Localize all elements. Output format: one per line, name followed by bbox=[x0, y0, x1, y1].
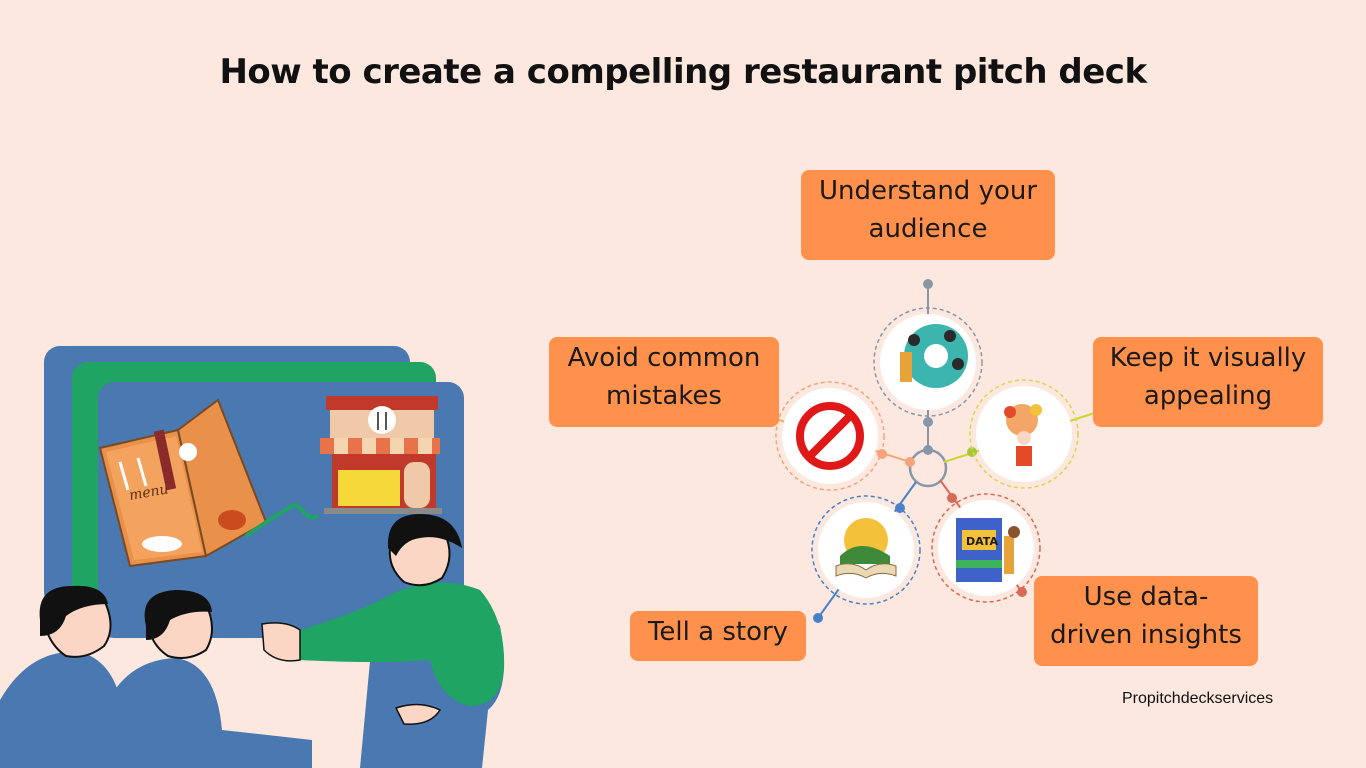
connector-dot bbox=[947, 493, 957, 503]
data-circle: DATA bbox=[931, 493, 1041, 603]
label-avoid-mistakes: Avoid common mistakes bbox=[549, 337, 779, 427]
mistakes-circle bbox=[775, 381, 885, 491]
label-understand-text: Understand your audience bbox=[818, 176, 1038, 244]
audience-circle bbox=[873, 307, 983, 417]
data-word: DATA bbox=[966, 535, 998, 548]
restaurant-shop-icon bbox=[320, 396, 442, 514]
connector-dot bbox=[905, 457, 915, 467]
label-mistakes-text: Avoid common mistakes bbox=[567, 343, 761, 411]
brand-name: Propitchdeckservices bbox=[1122, 690, 1274, 707]
visual-circle bbox=[969, 379, 1079, 489]
label-data-text: Use data- driven insights bbox=[1050, 582, 1242, 650]
listener-person-2 bbox=[100, 590, 312, 768]
label-understand-audience: Understand your audience bbox=[801, 170, 1055, 260]
prohibited-icon bbox=[796, 402, 864, 470]
presenter-person bbox=[261, 514, 505, 768]
connector-dot bbox=[923, 445, 933, 455]
label-tell-story: Tell a story bbox=[630, 611, 806, 661]
label-data-driven: Use data- driven insights bbox=[1034, 576, 1258, 666]
connector-dot bbox=[813, 613, 823, 623]
label-visual-text: Keep it visually appealing bbox=[1109, 343, 1307, 411]
label-visually-appealing: Keep it visually appealing bbox=[1093, 337, 1323, 427]
menu-word: menu bbox=[128, 481, 170, 504]
page-title: How to create a compelling restaurant pi… bbox=[219, 52, 1147, 92]
storybook-icon bbox=[835, 518, 897, 579]
listener-person-1 bbox=[0, 585, 124, 768]
data-book-icon: DATA bbox=[956, 518, 1020, 582]
squiggle-line bbox=[244, 503, 320, 538]
label-story-text: Tell a story bbox=[647, 617, 789, 647]
connector-dot bbox=[923, 417, 933, 427]
creative-person-icon bbox=[1004, 404, 1042, 466]
story-circle bbox=[811, 495, 921, 605]
connector-dot bbox=[1017, 587, 1027, 597]
connector-dot bbox=[923, 279, 933, 289]
